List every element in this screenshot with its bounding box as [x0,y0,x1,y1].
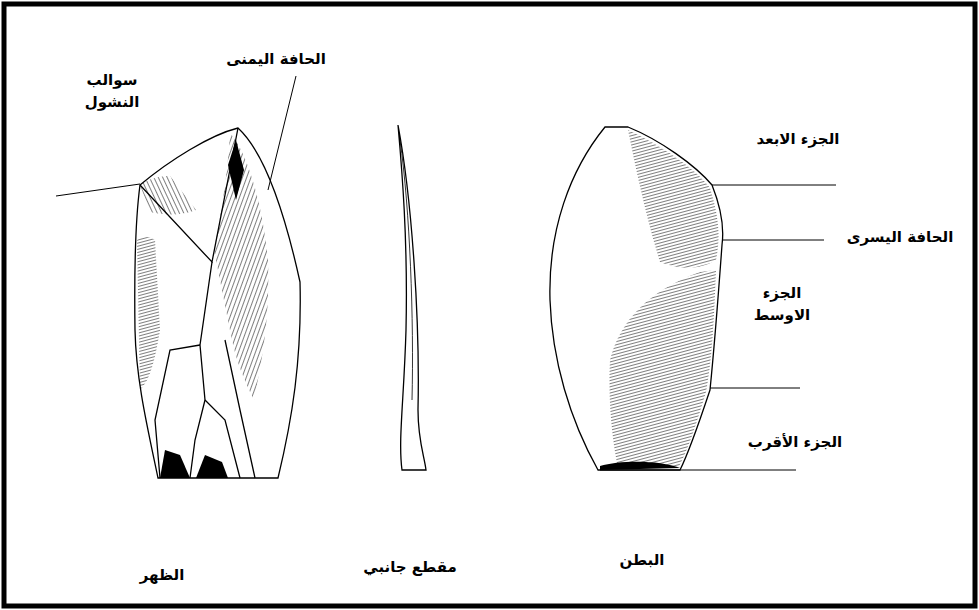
part-label: الجزء الأقرب [735,432,855,454]
part-label: الجزء الاوسط [747,283,817,327]
view-caption: البطن [597,550,687,572]
part-label: الجزء الابعد [738,129,858,151]
leader-line [56,184,140,196]
leader-line [268,76,296,190]
part-label: سوالب النشول [77,70,147,114]
view-caption: مقطع جانبي [350,557,470,579]
ventral-view [550,127,723,470]
view-caption: الظهر [117,565,207,587]
leader-line [710,388,800,389]
leader-line [712,185,836,186]
frame [4,4,975,606]
dorsal-view [135,128,301,478]
part-label: الحافة اليمنى [216,49,336,71]
part-label: الحافة اليسرى [830,227,970,249]
side-section [398,125,426,470]
leader-line [600,470,796,471]
leader-line [722,240,824,241]
leader-lines [56,76,836,470]
